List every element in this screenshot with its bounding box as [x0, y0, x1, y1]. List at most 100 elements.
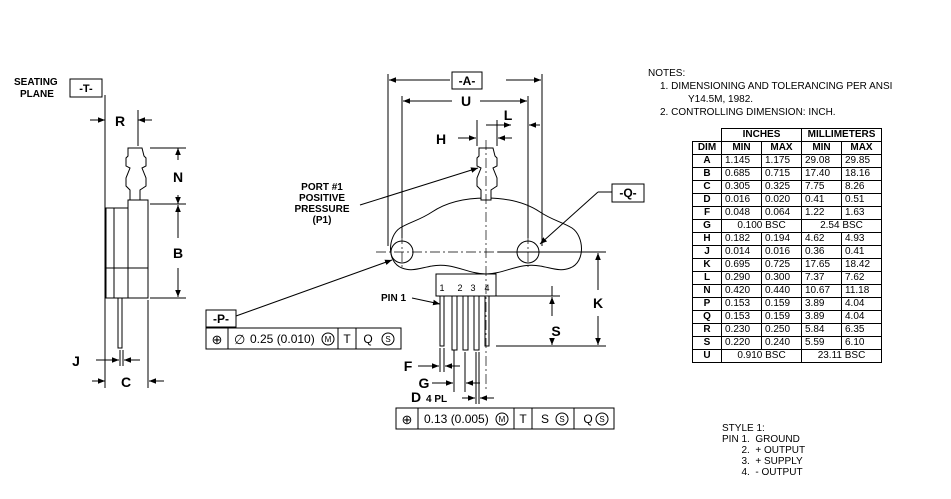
datum-t-label: -T- [79, 83, 93, 95]
table-cell: 10.67 [801, 284, 842, 298]
style-pin-3: 3. + SUPPLY [722, 456, 803, 467]
pin-number-3: 3 [470, 283, 475, 293]
table-cell: 0.014 [721, 245, 762, 259]
dim-c-label: C [121, 374, 131, 390]
tol-p-modifier: M [325, 335, 332, 344]
table-cell: A [692, 154, 722, 168]
table-cell: 0.685 [721, 167, 762, 181]
table-cell: 29.85 [841, 154, 882, 168]
dim-d-count: 4 PL [426, 394, 447, 405]
table-cell: 4.04 [841, 297, 882, 311]
table-cell: 5.84 [801, 323, 842, 337]
table-cell: 0.250 [761, 323, 802, 337]
datum-a: -A- [451, 71, 483, 90]
table-cell: 17.65 [801, 258, 842, 272]
table-cell: D [692, 193, 722, 207]
table-cell: 2.54 BSC [801, 219, 882, 233]
dim-d-label: D [411, 389, 421, 405]
dim-s-label: S [551, 323, 560, 339]
port-text-1: PORT #1 [301, 182, 343, 193]
tol-p-datum1: T [343, 332, 351, 346]
table-cell: 0.305 [721, 180, 762, 194]
table-column-header-row: DIM MIN MAX MIN MAX [692, 141, 882, 155]
table-cell: 1.175 [761, 154, 802, 168]
table-cell: 0.325 [761, 180, 802, 194]
seating-plane-label: SEATING PLANE -T- [14, 77, 103, 100]
table-cell: 0.695 [721, 258, 762, 272]
tol-d-datum1: T [519, 412, 527, 426]
table-cell: 0.153 [721, 310, 762, 324]
pin1-label: PIN 1 [381, 293, 406, 304]
table-group-header-row: INCHES MILLIMETERS [692, 128, 882, 142]
table-cell: R [692, 323, 722, 337]
pin-number-1: 1 [439, 283, 444, 293]
table-cell: 0.100 BSC [721, 219, 802, 233]
table-cell: 11.18 [841, 284, 882, 298]
table-cell: 1.22 [801, 206, 842, 220]
side-view-dimensions [90, 117, 181, 384]
table-cell: 6.35 [841, 323, 882, 337]
table-cell: 3.89 [801, 297, 842, 311]
notes-block: NOTES: 1. DIMENSIONING AND TOLERANCING P… [648, 67, 892, 119]
table-cell: 0.440 [761, 284, 802, 298]
table-cell: 0.230 [721, 323, 762, 337]
pin-number-2: 2 [457, 283, 462, 293]
table-cell: 0.51 [841, 193, 882, 207]
table-header-mm-max: MAX [841, 141, 882, 155]
table-header-dim: DIM [692, 141, 722, 155]
table-cell: 0.064 [761, 206, 802, 220]
table-cell: 7.75 [801, 180, 842, 194]
table-cell: 29.08 [801, 154, 842, 168]
table-cell: 0.159 [761, 297, 802, 311]
table-cell: 0.910 BSC [721, 349, 802, 363]
tol-d-datum3: Q [583, 412, 592, 426]
dim-n-label: N [173, 169, 183, 185]
tol-p-datum2: Q [363, 332, 372, 346]
style-pin-1: PIN 1. GROUND [722, 434, 800, 445]
table-cell: 6.10 [841, 336, 882, 350]
port-text-2: POSITIVE [299, 193, 345, 204]
table-cell: 0.36 [801, 245, 842, 259]
dim-u-label: U [461, 93, 471, 109]
table-cell: 0.290 [721, 271, 762, 285]
tol-p-value: 0.25 (0.010) [250, 332, 315, 346]
table-cell: 0.020 [761, 193, 802, 207]
port-text-4: (P1) [313, 215, 332, 226]
notes-heading: NOTES: [648, 68, 686, 79]
style-title: STYLE 1: [722, 423, 765, 434]
note-1: 1. DIMENSIONING AND TOLERANCING PER ANSI [660, 81, 893, 92]
diameter-symbol-icon: ∅ [234, 332, 245, 347]
dim-f-label: F [404, 358, 413, 374]
table-cell: 0.182 [721, 232, 762, 246]
table-cell: 0.420 [721, 284, 762, 298]
table-cell: 0.240 [761, 336, 802, 350]
table-cell: 0.159 [761, 310, 802, 324]
table-cell: 0.048 [721, 206, 762, 220]
table-cell: 8.26 [841, 180, 882, 194]
side-view [104, 95, 186, 388]
dim-b-label: B [173, 245, 183, 261]
datum-q-label: -Q- [619, 186, 636, 200]
table-cell: 0.41 [841, 245, 882, 259]
table-cell: 0.220 [721, 336, 762, 350]
table-cell: 0.153 [721, 297, 762, 311]
style-pin-2: 2. + OUTPUT [722, 445, 806, 456]
table-cell: G [692, 219, 722, 233]
table-cell: 5.59 [801, 336, 842, 350]
datum-p-label: -P- [213, 312, 229, 326]
table-cell: C [692, 180, 722, 194]
note-2: 2. CONTROLLING DIMENSION: INCH. [660, 107, 836, 118]
seating-text-1: SEATING [14, 77, 58, 88]
